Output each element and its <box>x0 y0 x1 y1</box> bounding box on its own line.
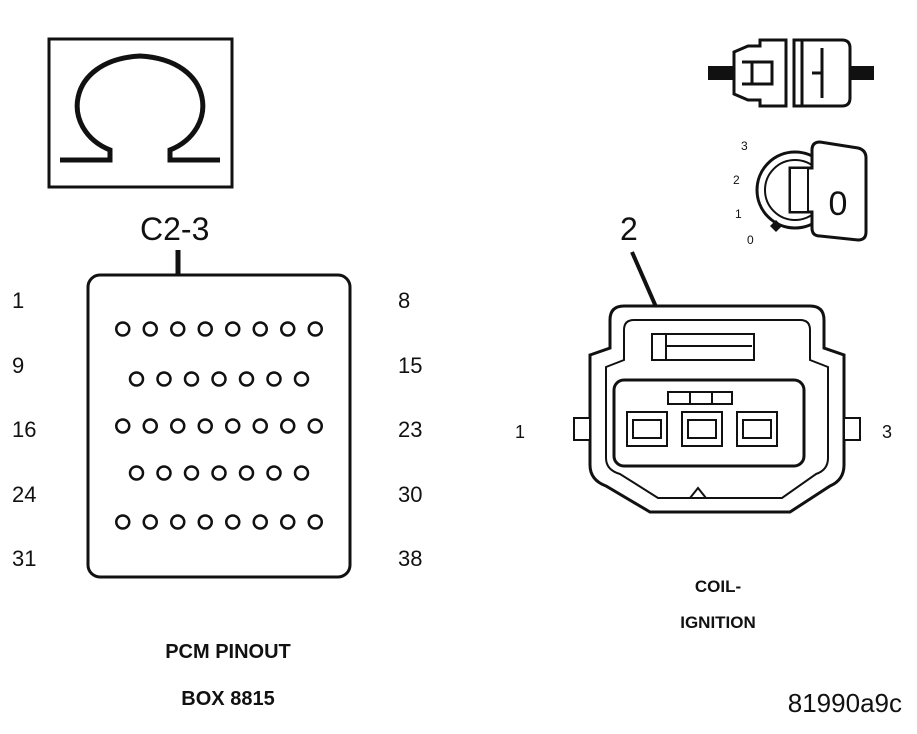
pcm-row-label-left: 9 <box>12 353 24 378</box>
key-indicator-icon <box>770 220 782 232</box>
pcm-row-label-right: 38 <box>398 546 422 571</box>
coil-key-notch <box>687 486 709 499</box>
pcm-pin <box>142 514 158 530</box>
pcm-pin <box>252 321 268 337</box>
pcm-pin <box>128 465 145 481</box>
pcm-pin <box>197 418 213 434</box>
figure-id: 81990a9c <box>788 688 902 718</box>
pcm-pin <box>211 371 227 387</box>
pcm-pin <box>266 465 282 481</box>
pcm-pin <box>293 465 310 481</box>
pcm-row-label-right: 23 <box>398 417 422 442</box>
pcm-pin <box>197 321 213 337</box>
pcm-pin <box>170 514 186 530</box>
pcm-row-label-right: 8 <box>398 288 410 313</box>
pcm-pin <box>142 321 158 337</box>
coil-side-tab <box>843 417 861 441</box>
pcm-pin <box>280 321 296 337</box>
coil-title-line2: IGNITION <box>680 613 756 632</box>
pcm-pin <box>252 514 268 530</box>
pcm-pin <box>266 371 282 387</box>
coil-title-line1: COIL- <box>695 577 741 596</box>
pcm-row-label-left: 1 <box>12 288 24 313</box>
pcm-pin <box>156 465 172 481</box>
pcm-pin <box>183 371 200 387</box>
pcm-pin <box>293 371 310 387</box>
pcm-pin <box>211 465 227 481</box>
pcm-pin <box>170 418 186 434</box>
pcm-row-label-left: 31 <box>12 546 36 571</box>
pcm-callout-label: C2-3 <box>140 211 209 247</box>
pcm-pin <box>115 418 131 434</box>
key-position-label: 1 <box>735 207 742 221</box>
pcm-pin-grid <box>115 321 323 530</box>
coil-pin-label-left: 1 <box>515 422 525 442</box>
coil-side-tab <box>573 417 591 441</box>
pcm-pin <box>197 514 213 530</box>
coil-terminal <box>681 411 723 447</box>
coil-callout-label: 2 <box>620 211 638 247</box>
key-position-label: 0 <box>747 233 754 247</box>
pcm-pin <box>280 514 296 530</box>
pcm-title: PCM PINOUT <box>165 641 291 663</box>
pcm-connector-body <box>86 273 352 579</box>
pcm-row-label-right: 15 <box>398 353 422 378</box>
coil-terminal <box>736 411 778 447</box>
pcm-pin <box>307 321 323 337</box>
pcm-pin <box>238 465 255 481</box>
pcm-connector: C2-3 1 9 16 24 31 8 15 23 30 38 PCM PINO… <box>12 211 422 710</box>
coil-pin-label-right: 3 <box>882 422 892 442</box>
key-position-label: 2 <box>733 173 740 187</box>
pcm-pin <box>142 418 158 434</box>
pcm-pin <box>170 321 186 337</box>
pcm-pin <box>128 371 145 387</box>
pcm-pin <box>307 418 323 434</box>
pcm-subtitle: BOX 8815 <box>181 688 274 710</box>
pcm-pin <box>225 514 241 530</box>
key-position-text: 0 <box>829 185 848 223</box>
ohmmeter-symbol <box>47 37 234 189</box>
pcm-pin <box>225 418 241 434</box>
pcm-pin <box>280 418 296 434</box>
pcm-pin <box>252 418 268 434</box>
pcm-pin <box>225 321 241 337</box>
pcm-pin <box>115 321 131 337</box>
pcm-row-label-left: 24 <box>12 482 36 507</box>
pcm-pin <box>183 465 200 481</box>
coil-connector: 2 1 3 COIL- IGNITION <box>515 211 892 632</box>
pcm-pin <box>156 371 172 387</box>
pcm-pin <box>115 514 131 530</box>
pcm-row-label-right: 30 <box>398 482 422 507</box>
ignition-key-icon: 0 3 2 1 0 <box>733 139 868 247</box>
pcm-pin <box>238 371 255 387</box>
key-position-label: 3 <box>741 139 748 153</box>
connector-disconnect-icon <box>708 38 874 108</box>
omega-icon <box>60 53 220 163</box>
pcm-row-label-left: 16 <box>12 417 36 442</box>
pcm-pin <box>307 514 323 530</box>
coil-terminal <box>626 411 668 447</box>
